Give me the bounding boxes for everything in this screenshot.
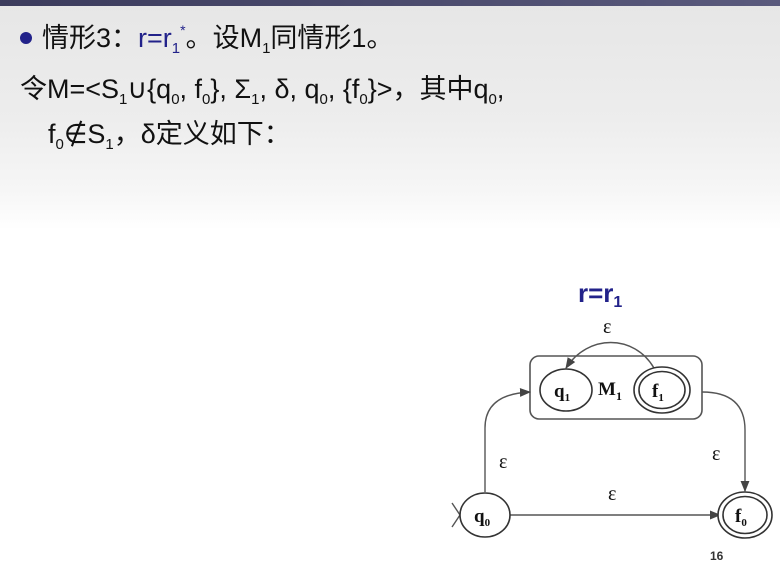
slide-top-bar — [0, 0, 780, 6]
svg-text:f0: f0 — [735, 506, 747, 529]
formula-r-star: r=r1* — [138, 22, 186, 57]
bullet-icon — [20, 32, 32, 44]
edge-f1-q1-label: ε — [603, 316, 611, 338]
page-number: 16 — [710, 549, 724, 563]
svg-text:f1: f1 — [652, 381, 664, 404]
state-f1: f1 — [633, 366, 691, 414]
svg-text:q0: q0 — [474, 506, 491, 529]
case3-heading: 情形3：r=r1*。设M1同情形1。 — [20, 21, 394, 57]
state-q1: q1 — [539, 368, 593, 412]
svg-text:q1: q1 — [554, 381, 570, 404]
edge-f1-f0 — [701, 391, 750, 493]
edge-q0-f0-label: ε — [608, 483, 616, 505]
edge-q0-q1-label: ε — [499, 451, 507, 473]
definition-continuation: f0∉S1，δ定义如下： — [48, 119, 291, 153]
edge-f1-q1 — [565, 341, 655, 369]
state-q0: q0 — [459, 492, 511, 538]
same-as-case1: 同情形1。 — [270, 23, 394, 53]
definition-line: 令M=<S1∪{q0, f0}, Σ1, δ, q0, {f0}>，其中q0, — [20, 74, 505, 108]
state-f0: f0 — [717, 491, 773, 539]
m1-subscript: 1 — [262, 40, 271, 57]
edge-f1-f0-label: ε — [712, 443, 720, 465]
edge-q0-q1 — [484, 387, 532, 492]
case-label: 情形3： — [42, 23, 139, 53]
m1-box-label: M1 — [598, 379, 622, 403]
m1-intro: 。设M — [185, 23, 263, 53]
diagram-title: r=r1 — [578, 278, 622, 311]
start-indicator-icon — [451, 502, 461, 528]
